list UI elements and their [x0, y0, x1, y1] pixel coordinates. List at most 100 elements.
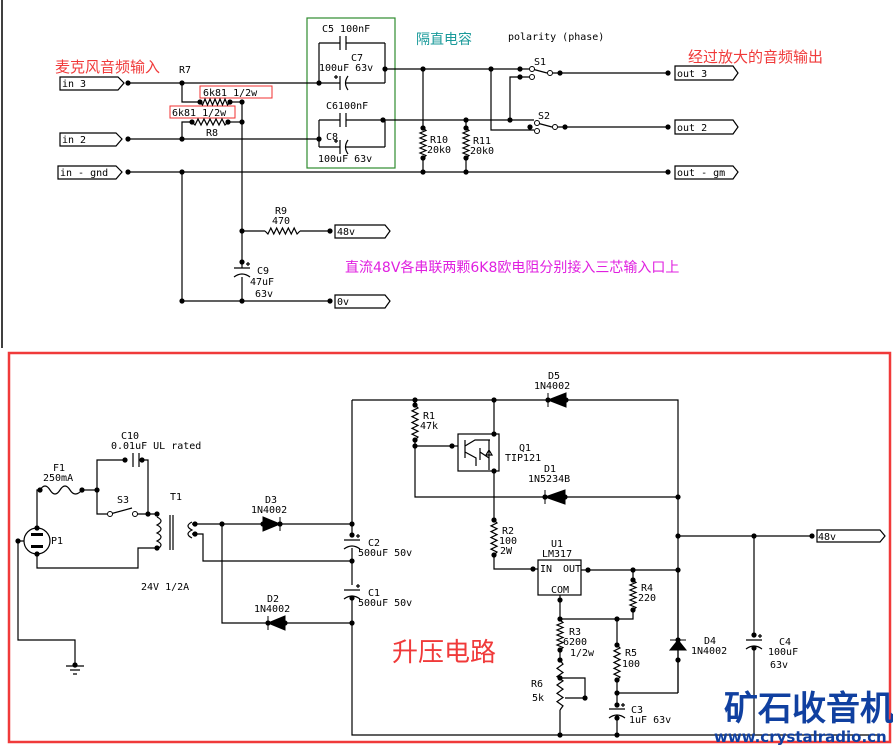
r10-value: 20k0	[427, 145, 451, 156]
junction-dot	[491, 552, 497, 558]
t1-ref: T1	[170, 492, 182, 503]
s2-contact	[534, 120, 540, 126]
watermark-logo: 矿石收音机	[724, 689, 893, 729]
port-out2[interactable]: out 2	[674, 119, 739, 135]
port-out3[interactable]: out 3	[674, 65, 739, 81]
junction-dot	[557, 657, 563, 663]
component-labels: R7 6k81 1/2w 6k81 1/2w R8 C5 100nF C7 10…	[43, 24, 798, 726]
c10-value: 0.01uF UL rated	[111, 441, 201, 452]
wire	[96, 459, 125, 490]
junction-dot	[527, 124, 533, 130]
wire	[221, 524, 268, 624]
junction-dot	[751, 632, 757, 638]
junction-dot	[488, 66, 494, 72]
port-out-gnd[interactable]: out - gm	[674, 165, 739, 180]
r5-ref: R5	[625, 648, 637, 659]
junction-dot	[562, 124, 568, 130]
junction-dot	[545, 397, 551, 403]
junction-dot	[463, 155, 469, 161]
wire	[17, 540, 76, 665]
t1-value: 24V 1/2A	[141, 582, 189, 593]
junction-dot	[491, 397, 497, 403]
s1-contact	[529, 74, 535, 80]
d5-ref: D5	[548, 371, 560, 382]
port-label: in 2	[62, 135, 86, 146]
r11-ref: R11	[473, 136, 491, 147]
r8-value: 6k81 1/2w	[172, 108, 227, 119]
c7-capacitor	[334, 75, 349, 91]
c9-value: 47uF	[250, 277, 274, 288]
d4-value: 1N4002	[691, 646, 727, 657]
junction-dot	[562, 494, 568, 500]
wire	[36, 547, 157, 569]
port-label: in - gnd	[60, 168, 108, 179]
s1-contact	[529, 66, 535, 72]
t1-transformer	[155, 515, 194, 550]
port-label: 48v	[818, 532, 836, 543]
watermark-url: www.crystalradio.cn	[714, 728, 887, 745]
junction-dot	[614, 616, 620, 622]
port-0v[interactable]: 0v	[334, 294, 391, 309]
port-in2[interactable]: in 2	[59, 132, 123, 147]
junction-dot	[15, 538, 21, 544]
junction-dot	[192, 521, 198, 527]
wire	[560, 610, 634, 620]
junction-dot	[316, 80, 322, 86]
r8-highlight-box	[169, 105, 236, 119]
r8-resistor	[191, 117, 229, 127]
junction-dot	[412, 402, 418, 408]
junction-dot	[420, 125, 426, 131]
junction-dot	[239, 259, 245, 265]
r7-highlight-box	[199, 85, 273, 99]
d5-value: 1N4002	[534, 381, 570, 392]
junction-dot	[382, 66, 388, 72]
r6-value: 5k	[532, 693, 544, 704]
junction-dot	[239, 119, 245, 125]
junction-dot	[420, 155, 426, 161]
port-label: out - gm	[677, 168, 725, 179]
junction-dot	[125, 80, 131, 86]
junction-dot	[665, 70, 671, 76]
junction-dot	[557, 597, 563, 603]
junction-dot	[125, 169, 131, 175]
junction-dot	[349, 532, 355, 538]
junction-dot	[94, 487, 100, 493]
r8-ref: R8	[206, 128, 218, 139]
junction-dot	[189, 119, 195, 125]
junction-dot	[239, 298, 245, 304]
junction-dot	[72, 662, 78, 668]
junction-dot	[349, 595, 355, 601]
f1-value: 250mA	[43, 473, 73, 484]
port-48v-top[interactable]: 48v	[334, 224, 391, 239]
port-label: in 3	[62, 79, 86, 90]
port-label: out 2	[677, 123, 707, 134]
s2-contact	[534, 128, 540, 134]
junction-dot	[179, 298, 185, 304]
junction-dot	[557, 732, 563, 738]
port-48v-bottom[interactable]: 48v	[816, 529, 886, 543]
d3-ref: D3	[265, 495, 277, 506]
d1-zener-diode	[543, 489, 566, 505]
junction-dot	[542, 494, 548, 500]
r3-ref: R3	[569, 627, 581, 638]
boost-circuit-label: 升压电路	[392, 638, 496, 668]
junction-dot	[614, 732, 620, 738]
junction-dot	[282, 620, 288, 626]
junction-dot	[412, 443, 418, 449]
junction-dot	[412, 397, 418, 403]
junction-dot	[517, 66, 523, 72]
r6-ref: R6	[531, 679, 543, 690]
d1-value: 1N5234B	[528, 474, 570, 485]
junction-dot	[563, 397, 569, 403]
polarity-label: polarity (phase)	[508, 32, 604, 43]
junction-dot	[614, 677, 620, 683]
port-in-gnd[interactable]: in - gnd	[57, 165, 123, 180]
port-label: 0v	[337, 297, 349, 308]
junction-dot	[463, 117, 469, 123]
junction-dot	[675, 494, 681, 500]
port-in3[interactable]: in 3	[59, 76, 125, 91]
r9-value: 470	[272, 216, 290, 227]
junction-dot	[557, 70, 563, 76]
d1-ref: D1	[544, 464, 556, 475]
junction-dot	[665, 124, 671, 130]
